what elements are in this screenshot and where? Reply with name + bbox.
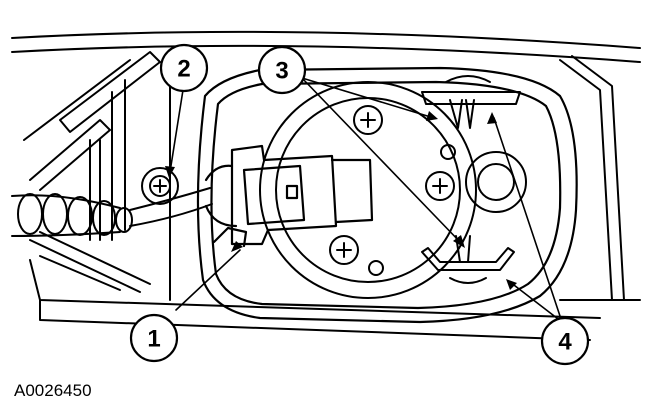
- callout-1: 1: [129, 313, 179, 363]
- bulb-socket: [259, 81, 527, 299]
- leader-lines: [169, 77, 563, 323]
- callout-label: 4: [558, 329, 572, 356]
- callout-2: 2: [159, 43, 209, 93]
- callout-label: 3: [275, 58, 288, 85]
- callout-label: 1: [147, 326, 160, 353]
- retaining-clip-lower: [421, 235, 515, 284]
- wiring-harness: [11, 187, 213, 237]
- frame-structure: [11, 30, 641, 341]
- figure-id: A0026450: [14, 381, 92, 400]
- screw-heads: [329, 105, 455, 265]
- ground-bolt: [141, 167, 179, 205]
- callout-label: 2: [177, 56, 190, 83]
- electrical-connector: [204, 144, 374, 248]
- retaining-clip-upper: [421, 75, 521, 129]
- callout-3: 3: [257, 45, 307, 95]
- arrowheads: [165, 111, 517, 290]
- callout-4: 4: [540, 316, 590, 366]
